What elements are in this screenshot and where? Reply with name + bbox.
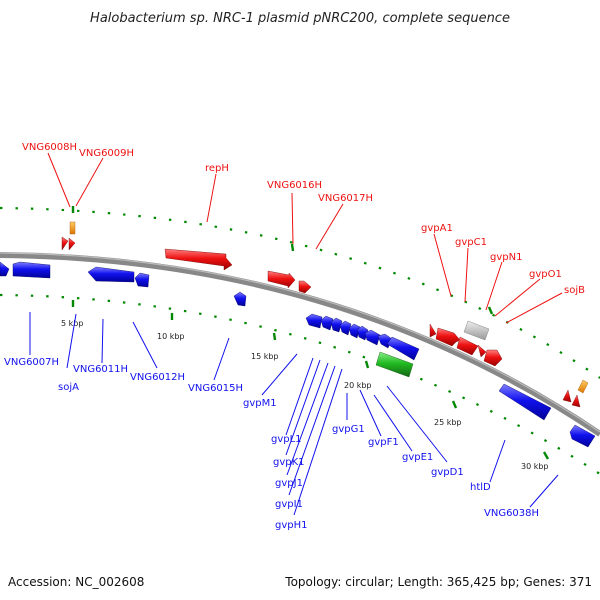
topology-text: Topology: circular; Length: 365,425 bp; … (284, 575, 592, 589)
label-vng6017h[interactable]: VNG6017H (318, 193, 373, 204)
plasmid-backbone-highlight (0, 252, 600, 433)
forward-genes (61, 236, 581, 408)
gene-vng6015h[interactable] (233, 291, 247, 307)
scale-label-20kbp: 20 kbp (344, 381, 372, 390)
label-gvpa1[interactable]: gvpA1 (421, 223, 453, 234)
feature-orange-left[interactable] (69, 221, 76, 235)
label-gvpj1[interactable]: gvpJ1 (275, 478, 303, 489)
gene-vng6012h[interactable] (134, 272, 150, 288)
accession-text: Accession: NC_002608 (8, 575, 144, 589)
feature-orange-right[interactable] (577, 379, 589, 394)
gene-gvpe1[interactable] (386, 336, 420, 361)
gene-gvpn1[interactable] (456, 336, 479, 356)
gene-right-1[interactable] (562, 389, 572, 403)
label-vng6015h[interactable]: VNG6015H (188, 383, 243, 394)
reverse-labels: VNG6007H sojA VNG6011H VNG6012H VNG6015H… (4, 357, 539, 531)
label-gvpl1[interactable]: gvpL1 (271, 434, 302, 445)
label-soja[interactable]: sojA (58, 382, 79, 393)
label-gvpc1[interactable]: gvpC1 (455, 237, 487, 248)
label-gvpe1[interactable]: gvpE1 (402, 452, 433, 463)
forward-labels: VNG6008H VNG6009H repH VNG6016H VNG6017H… (22, 142, 585, 296)
label-vng6009h[interactable]: VNG6009H (79, 148, 134, 159)
gene-vng6038h[interactable] (569, 424, 596, 448)
label-gvph1[interactable]: gvpH1 (275, 520, 308, 531)
label-gvpd1[interactable]: gvpD1 (431, 467, 464, 478)
gene-vng6008h[interactable] (61, 236, 69, 251)
label-vng6038h[interactable]: VNG6038H (484, 508, 539, 519)
map-title: Halobacterium sp. NRC-1 plasmid pNRC200,… (90, 11, 510, 26)
label-htld[interactable]: htlD (470, 482, 491, 493)
scale-label-15kbp: 15 kbp (251, 352, 279, 361)
label-reph[interactable]: repH (205, 163, 229, 174)
gene-sojb[interactable] (483, 349, 503, 367)
label-gvpm1[interactable]: gvpM1 (243, 398, 277, 409)
forward-leaders (47, 152, 563, 324)
label-sojb[interactable]: sojB (564, 285, 585, 296)
label-gvpi1[interactable]: gvpI1 (275, 499, 303, 510)
label-vng6016h[interactable]: VNG6016H (267, 180, 322, 191)
pseudogene-gray[interactable] (463, 320, 490, 341)
plasmid-backbone (0, 252, 600, 437)
label-vng6008h[interactable]: VNG6008H (22, 142, 77, 153)
reverse-genes (0, 261, 596, 448)
reverse-leaders (29, 312, 559, 516)
gene-vng6016h[interactable] (267, 270, 296, 289)
label-gvpf1[interactable]: gvpF1 (368, 437, 399, 448)
label-gvpn1[interactable]: gvpN1 (490, 252, 522, 263)
gene-gvpg1[interactable] (364, 329, 381, 346)
gene-vng6017h[interactable] (298, 280, 312, 294)
outer-major-ticks (71, 206, 494, 315)
scale-label-10kbp: 10 kbp (157, 332, 185, 341)
label-gvpk1[interactable]: gvpK1 (273, 457, 305, 468)
gene-vng6011h[interactable] (87, 266, 135, 283)
scale-ticks (71, 300, 550, 460)
rna-gene[interactable] (375, 351, 414, 378)
gene-gvpa1[interactable] (429, 323, 437, 338)
label-vng6011h[interactable]: VNG6011H (73, 364, 128, 375)
gene-gvpo1[interactable] (477, 344, 487, 358)
label-gvpo1[interactable]: gvpO1 (529, 269, 562, 280)
gene-gvpc1[interactable] (435, 327, 461, 347)
inner-tick-arc (0, 293, 600, 475)
gene-vng6009h[interactable] (68, 237, 76, 251)
scale-label-30kbp: 30 kbp (521, 462, 549, 471)
gene-gvpm1[interactable] (305, 313, 323, 329)
label-vng6012h[interactable]: VNG6012H (130, 372, 185, 383)
gene-htld[interactable] (498, 383, 552, 421)
label-gvpg1[interactable]: gvpG1 (332, 424, 365, 435)
label-vng6007h[interactable]: VNG6007H (4, 357, 59, 368)
scale-label-25kbp: 25 kbp (434, 418, 462, 427)
scale-label-5kbp: 5 kbp (61, 319, 83, 328)
gene-right-2[interactable] (571, 394, 581, 408)
gene-soja[interactable] (12, 261, 51, 279)
gene-vng6007h[interactable] (0, 261, 10, 277)
gene-reph[interactable] (164, 248, 233, 271)
